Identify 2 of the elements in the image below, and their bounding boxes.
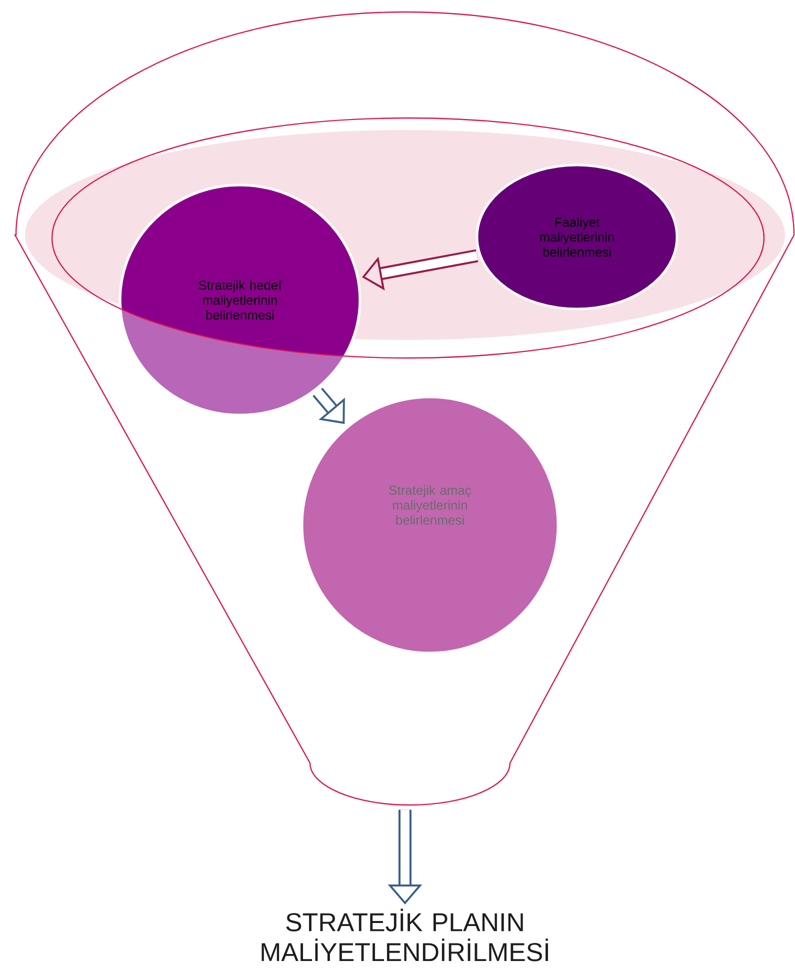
block-arrow xyxy=(312,388,345,424)
result-text: STRATEJİK PLANIN MALİYETLENDİRİLMESİ xyxy=(262,908,548,962)
